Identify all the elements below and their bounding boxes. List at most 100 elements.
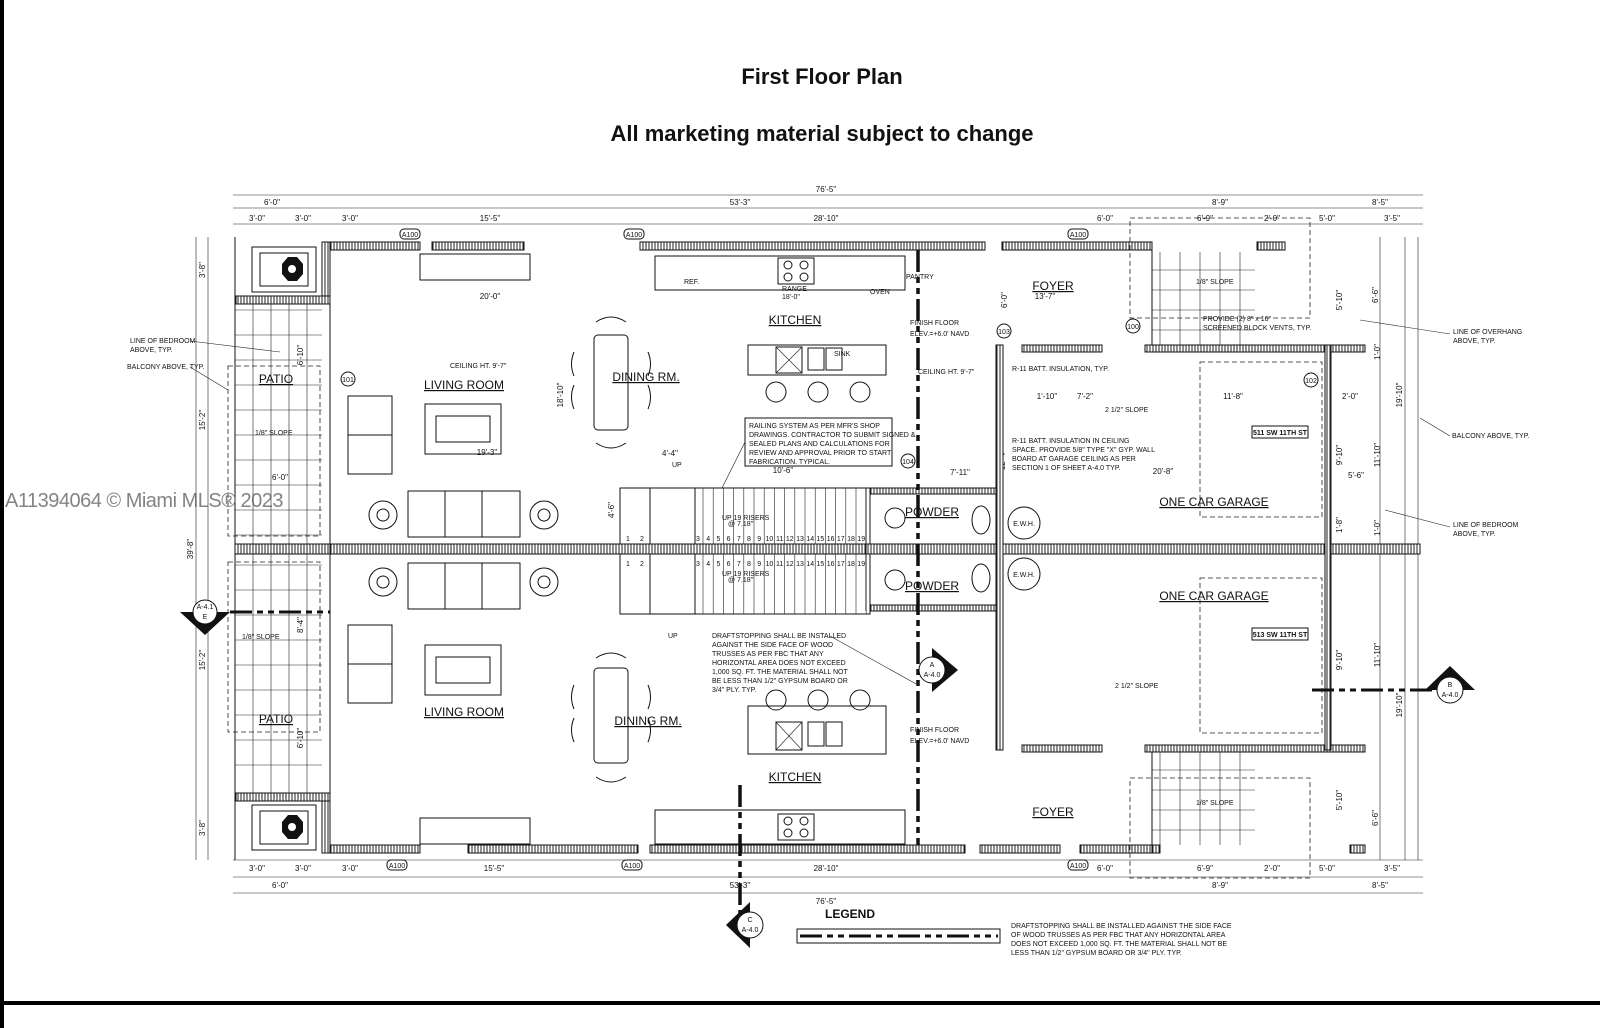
svg-text:100: 100 bbox=[1127, 324, 1139, 331]
dim-garage: 11'-8" bbox=[1223, 392, 1243, 401]
dim-left: 3'-8" bbox=[198, 262, 207, 278]
room-tag: 102 bbox=[1303, 372, 1319, 388]
svg-text:101: 101 bbox=[342, 377, 354, 384]
stair-riser-number: 19 bbox=[857, 536, 865, 543]
room-label-kitchen: KITCHEN bbox=[769, 313, 822, 327]
room-tag: 101 bbox=[340, 371, 356, 387]
dim-powder: 7'-11" bbox=[950, 468, 970, 477]
section-marker-e: A-4.1 E bbox=[180, 599, 230, 635]
stair-riser-number: 18 bbox=[847, 561, 855, 568]
stair-riser-number: 6 bbox=[727, 536, 731, 543]
dim-stair: 4'-6" bbox=[607, 502, 616, 518]
stair-riser-number: 8 bbox=[747, 561, 751, 568]
stair-riser-number: 12 bbox=[786, 561, 794, 568]
stair-riser-number: 16 bbox=[827, 561, 835, 568]
unit-511-labels: PATIO LIVING ROOM CEILING HT. 9'-7" DINI… bbox=[255, 274, 1309, 528]
svg-text:A-4.0: A-4.0 bbox=[924, 672, 941, 679]
svg-text:B: B bbox=[1448, 682, 1453, 689]
dim-right-b: 8'-5" bbox=[1372, 198, 1388, 207]
svg-text:LINE OF BEDROOM: LINE OF BEDROOM bbox=[1453, 522, 1519, 529]
dim-overall: 76'-5" bbox=[816, 185, 837, 194]
dim-seg: 6'-0" bbox=[1097, 864, 1113, 873]
stair-riser-number: 19 bbox=[857, 561, 865, 568]
dim-right-b: 8'-5" bbox=[1372, 881, 1388, 890]
legend: LEGEND DRAFTSTOPPING SHALL BE INSTALLED … bbox=[796, 907, 1232, 957]
stair-riser-number: 1 bbox=[626, 536, 630, 543]
dim-right: 11'-10" bbox=[1373, 643, 1382, 667]
svg-text:A-4.1: A-4.1 bbox=[197, 604, 214, 611]
legend-title: LEGEND bbox=[825, 907, 875, 921]
dim-right: 1'-0" bbox=[1373, 520, 1382, 536]
stair-riser-number: 18 bbox=[847, 536, 855, 543]
window-tag: A100 bbox=[386, 859, 408, 871]
svg-text:FABRICATION. TYPICAL.: FABRICATION. TYPICAL. bbox=[749, 459, 830, 466]
svg-text:SPACE. PROVIDE 5/8" TYPE "X" G: SPACE. PROVIDE 5/8" TYPE "X" GYP. WALL bbox=[1012, 447, 1155, 454]
stair-riser-number: 5 bbox=[716, 536, 720, 543]
stair-riser-number: 3 bbox=[696, 536, 700, 543]
svg-text:2 1/2" SLOPE: 2 1/2" SLOPE bbox=[1105, 407, 1149, 414]
stair-riser-number: 1 bbox=[626, 561, 630, 568]
svg-text:1/8" SLOPE: 1/8" SLOPE bbox=[1196, 800, 1234, 807]
room-label-foyer: FOYER bbox=[1032, 805, 1074, 819]
svg-text:A100: A100 bbox=[389, 863, 405, 870]
dim-patio: 6'-0" bbox=[272, 881, 288, 890]
svg-text:AGAINST THE SIDE FACE OF WOOD: AGAINST THE SIDE FACE OF WOOD bbox=[712, 642, 833, 649]
svg-text:A: A bbox=[930, 662, 935, 669]
svg-text:ELEV.=+6.0' NAVD: ELEV.=+6.0' NAVD bbox=[910, 738, 969, 745]
dim-seg: 6'-0" bbox=[1097, 214, 1113, 223]
dim-right: 6'-6" bbox=[1371, 287, 1380, 303]
svg-text:DRAFTSTOPPING SHALL BE INSTALL: DRAFTSTOPPING SHALL BE INSTALLED AGAINST… bbox=[1011, 923, 1232, 930]
dim-seg: 15'-5" bbox=[480, 214, 501, 223]
room-label-garage: ONE CAR GARAGE bbox=[1159, 495, 1268, 509]
stair-riser-number: 15 bbox=[817, 536, 825, 543]
stair-riser-number: 15 bbox=[817, 561, 825, 568]
dim-seg: 5'-0" bbox=[1319, 214, 1335, 223]
dim-right: 5'-10" bbox=[1335, 290, 1344, 311]
stair-riser-number: 2 bbox=[640, 561, 644, 568]
svg-text:@ 7.18": @ 7.18" bbox=[728, 577, 754, 584]
svg-text:1/8" SLOPE: 1/8" SLOPE bbox=[1196, 279, 1234, 286]
dim-living-width: 20'-0" bbox=[480, 292, 501, 301]
svg-text:513 SW 11TH ST: 513 SW 11TH ST bbox=[1253, 632, 1308, 639]
dim-seg: 3'-5" bbox=[1384, 864, 1400, 873]
section-marker-c: C A-4.0 bbox=[726, 902, 764, 948]
svg-text:PANTRY: PANTRY bbox=[906, 274, 934, 281]
svg-text:UP: UP bbox=[668, 633, 678, 640]
window-tag: A100 bbox=[1067, 228, 1089, 240]
svg-text:A100: A100 bbox=[402, 232, 418, 239]
dim-right-a: 8'-9" bbox=[1212, 881, 1228, 890]
dim-right-a: 8'-9" bbox=[1212, 198, 1228, 207]
svg-text:UP: UP bbox=[672, 462, 682, 469]
water-heater-label: E.W.H. bbox=[1013, 521, 1035, 528]
window-tag: A100 bbox=[399, 228, 421, 240]
dim-seg: 28'-10" bbox=[814, 864, 839, 873]
dim-right: 1'-0" bbox=[1373, 344, 1382, 360]
room-label-powder: POWDER bbox=[905, 579, 959, 593]
room-label-living: LIVING ROOM bbox=[424, 705, 504, 719]
svg-text:OF WOOD TRUSSES AS PER FBC THA: OF WOOD TRUSSES AS PER FBC THAT ANY HORI… bbox=[1011, 932, 1226, 939]
stair-riser-number: 11 bbox=[776, 561, 783, 568]
address-tag: 513 SW 11TH ST bbox=[1251, 627, 1309, 641]
svg-text:BOARD AT GARAGE CEILING AS PER: BOARD AT GARAGE CEILING AS PER bbox=[1012, 456, 1136, 463]
svg-text:13'-7": 13'-7" bbox=[1035, 292, 1056, 301]
dim-right: 5'-10" bbox=[1335, 790, 1344, 811]
dim-patio: 6'-10" bbox=[296, 728, 305, 749]
stair-riser-number: 8 bbox=[747, 536, 751, 543]
svg-text:TRUSSES AS PER FBC THAT ANY: TRUSSES AS PER FBC THAT ANY bbox=[712, 651, 824, 658]
window-tag: A100 bbox=[1067, 859, 1089, 871]
section-marker-b: B A-4.0 bbox=[1425, 666, 1475, 704]
dim-left: 3'-8" bbox=[198, 820, 207, 836]
svg-text:FINISH FLOOR: FINISH FLOOR bbox=[910, 320, 959, 327]
stair-riser-number: 2 bbox=[640, 536, 644, 543]
dim-right: 19'-10" bbox=[1395, 382, 1404, 407]
ceiling-height: CEILING HT. 9'-7" bbox=[450, 363, 507, 370]
window-tag: A100 bbox=[621, 859, 643, 871]
svg-text:A100: A100 bbox=[1070, 232, 1086, 239]
dim-seg: 15'-5" bbox=[484, 864, 505, 873]
svg-text:SCREENED BLOCK VENTS, TYP.: SCREENED BLOCK VENTS, TYP. bbox=[1203, 325, 1311, 332]
svg-text:UP 19 RISERS: UP 19 RISERS bbox=[722, 571, 770, 578]
stair-riser-number: 16 bbox=[827, 536, 835, 543]
svg-text:1/8" SLOPE: 1/8" SLOPE bbox=[242, 634, 280, 641]
stair-riser-number: 17 bbox=[837, 561, 845, 568]
